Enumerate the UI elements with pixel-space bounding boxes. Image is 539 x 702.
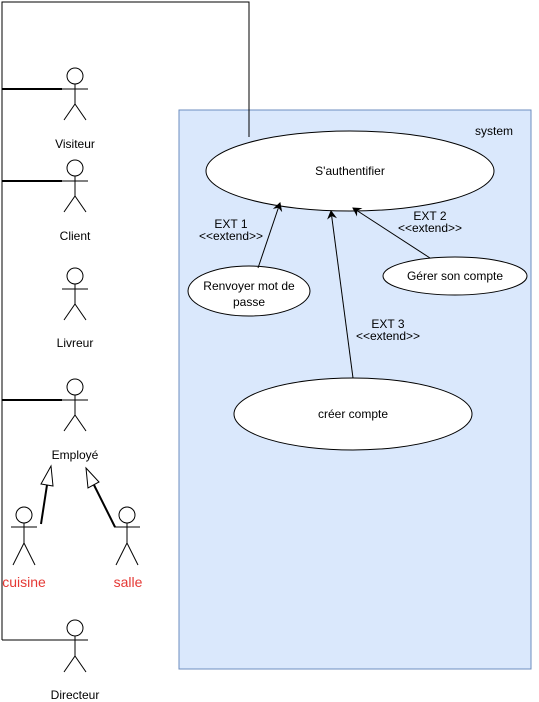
- actor-visiteur-icon[interactable]: [62, 67, 88, 121]
- extend-arrow-ext2: [352, 207, 431, 259]
- extend-label-ext2: EXT 2 <<extend>>: [396, 210, 464, 234]
- actor-cuisine-icon[interactable]: [11, 506, 37, 566]
- actor-client-label: Client: [59, 229, 91, 243]
- generalization-salle-employe: [85, 466, 116, 528]
- extend-ext3-name: EXT 3: [371, 317, 405, 331]
- generalization-cuisine-employe: [40, 464, 54, 525]
- extend-arrow-ext1: [257, 202, 283, 269]
- association-line-main: [1, 1, 250, 640]
- extend-ext1-stereotype: <<extend>>: [198, 229, 264, 243]
- use-case-authentifier-label: S'authentifier: [315, 164, 385, 178]
- extend-arrow-ext3: [327, 210, 354, 379]
- extend-ext2-stereotype: <<extend>>: [397, 221, 463, 235]
- actor-directeur-label: Directeur: [50, 688, 100, 702]
- use-case-renvoyer-line1: Renvoyer mot de: [203, 279, 295, 293]
- actor-cuisine-label: cuisine: [2, 574, 46, 590]
- extend-ext2-name: EXT 2: [413, 209, 447, 223]
- actor-salle-icon[interactable]: [114, 506, 140, 566]
- actor-visiteur-label: Visiteur: [55, 137, 95, 151]
- actor-employe-icon[interactable]: [62, 378, 88, 432]
- actor-salle-label: salle: [113, 574, 143, 590]
- use-case-gerer-compte[interactable]: [382, 256, 528, 296]
- use-case-renvoyer-line2: passe: [232, 295, 266, 309]
- use-case-creer-label: créer compte: [317, 407, 389, 421]
- extend-label-ext3: EXT 3 <<extend>>: [354, 318, 422, 342]
- use-case-renvoyer-label: Renvoyer mot de passe: [192, 278, 306, 310]
- actor-livreur-label: Livreur: [56, 336, 94, 350]
- use-case-gerer-label: Gérer son compte: [406, 269, 504, 283]
- extend-ext1-name: EXT 1: [214, 217, 248, 231]
- actor-client-icon[interactable]: [62, 159, 88, 213]
- use-case-authentifier[interactable]: [205, 130, 495, 212]
- actor-employe-label: Employé: [51, 448, 99, 462]
- extend-label-ext1: EXT 1 <<extend>>: [197, 218, 265, 242]
- use-case-renvoyer-mot-de-passe[interactable]: [187, 265, 311, 317]
- system-label: system: [474, 124, 513, 138]
- actor-livreur-icon[interactable]: [62, 267, 88, 321]
- extend-ext3-stereotype: <<extend>>: [355, 329, 421, 343]
- actor-directeur-icon[interactable]: [62, 619, 88, 673]
